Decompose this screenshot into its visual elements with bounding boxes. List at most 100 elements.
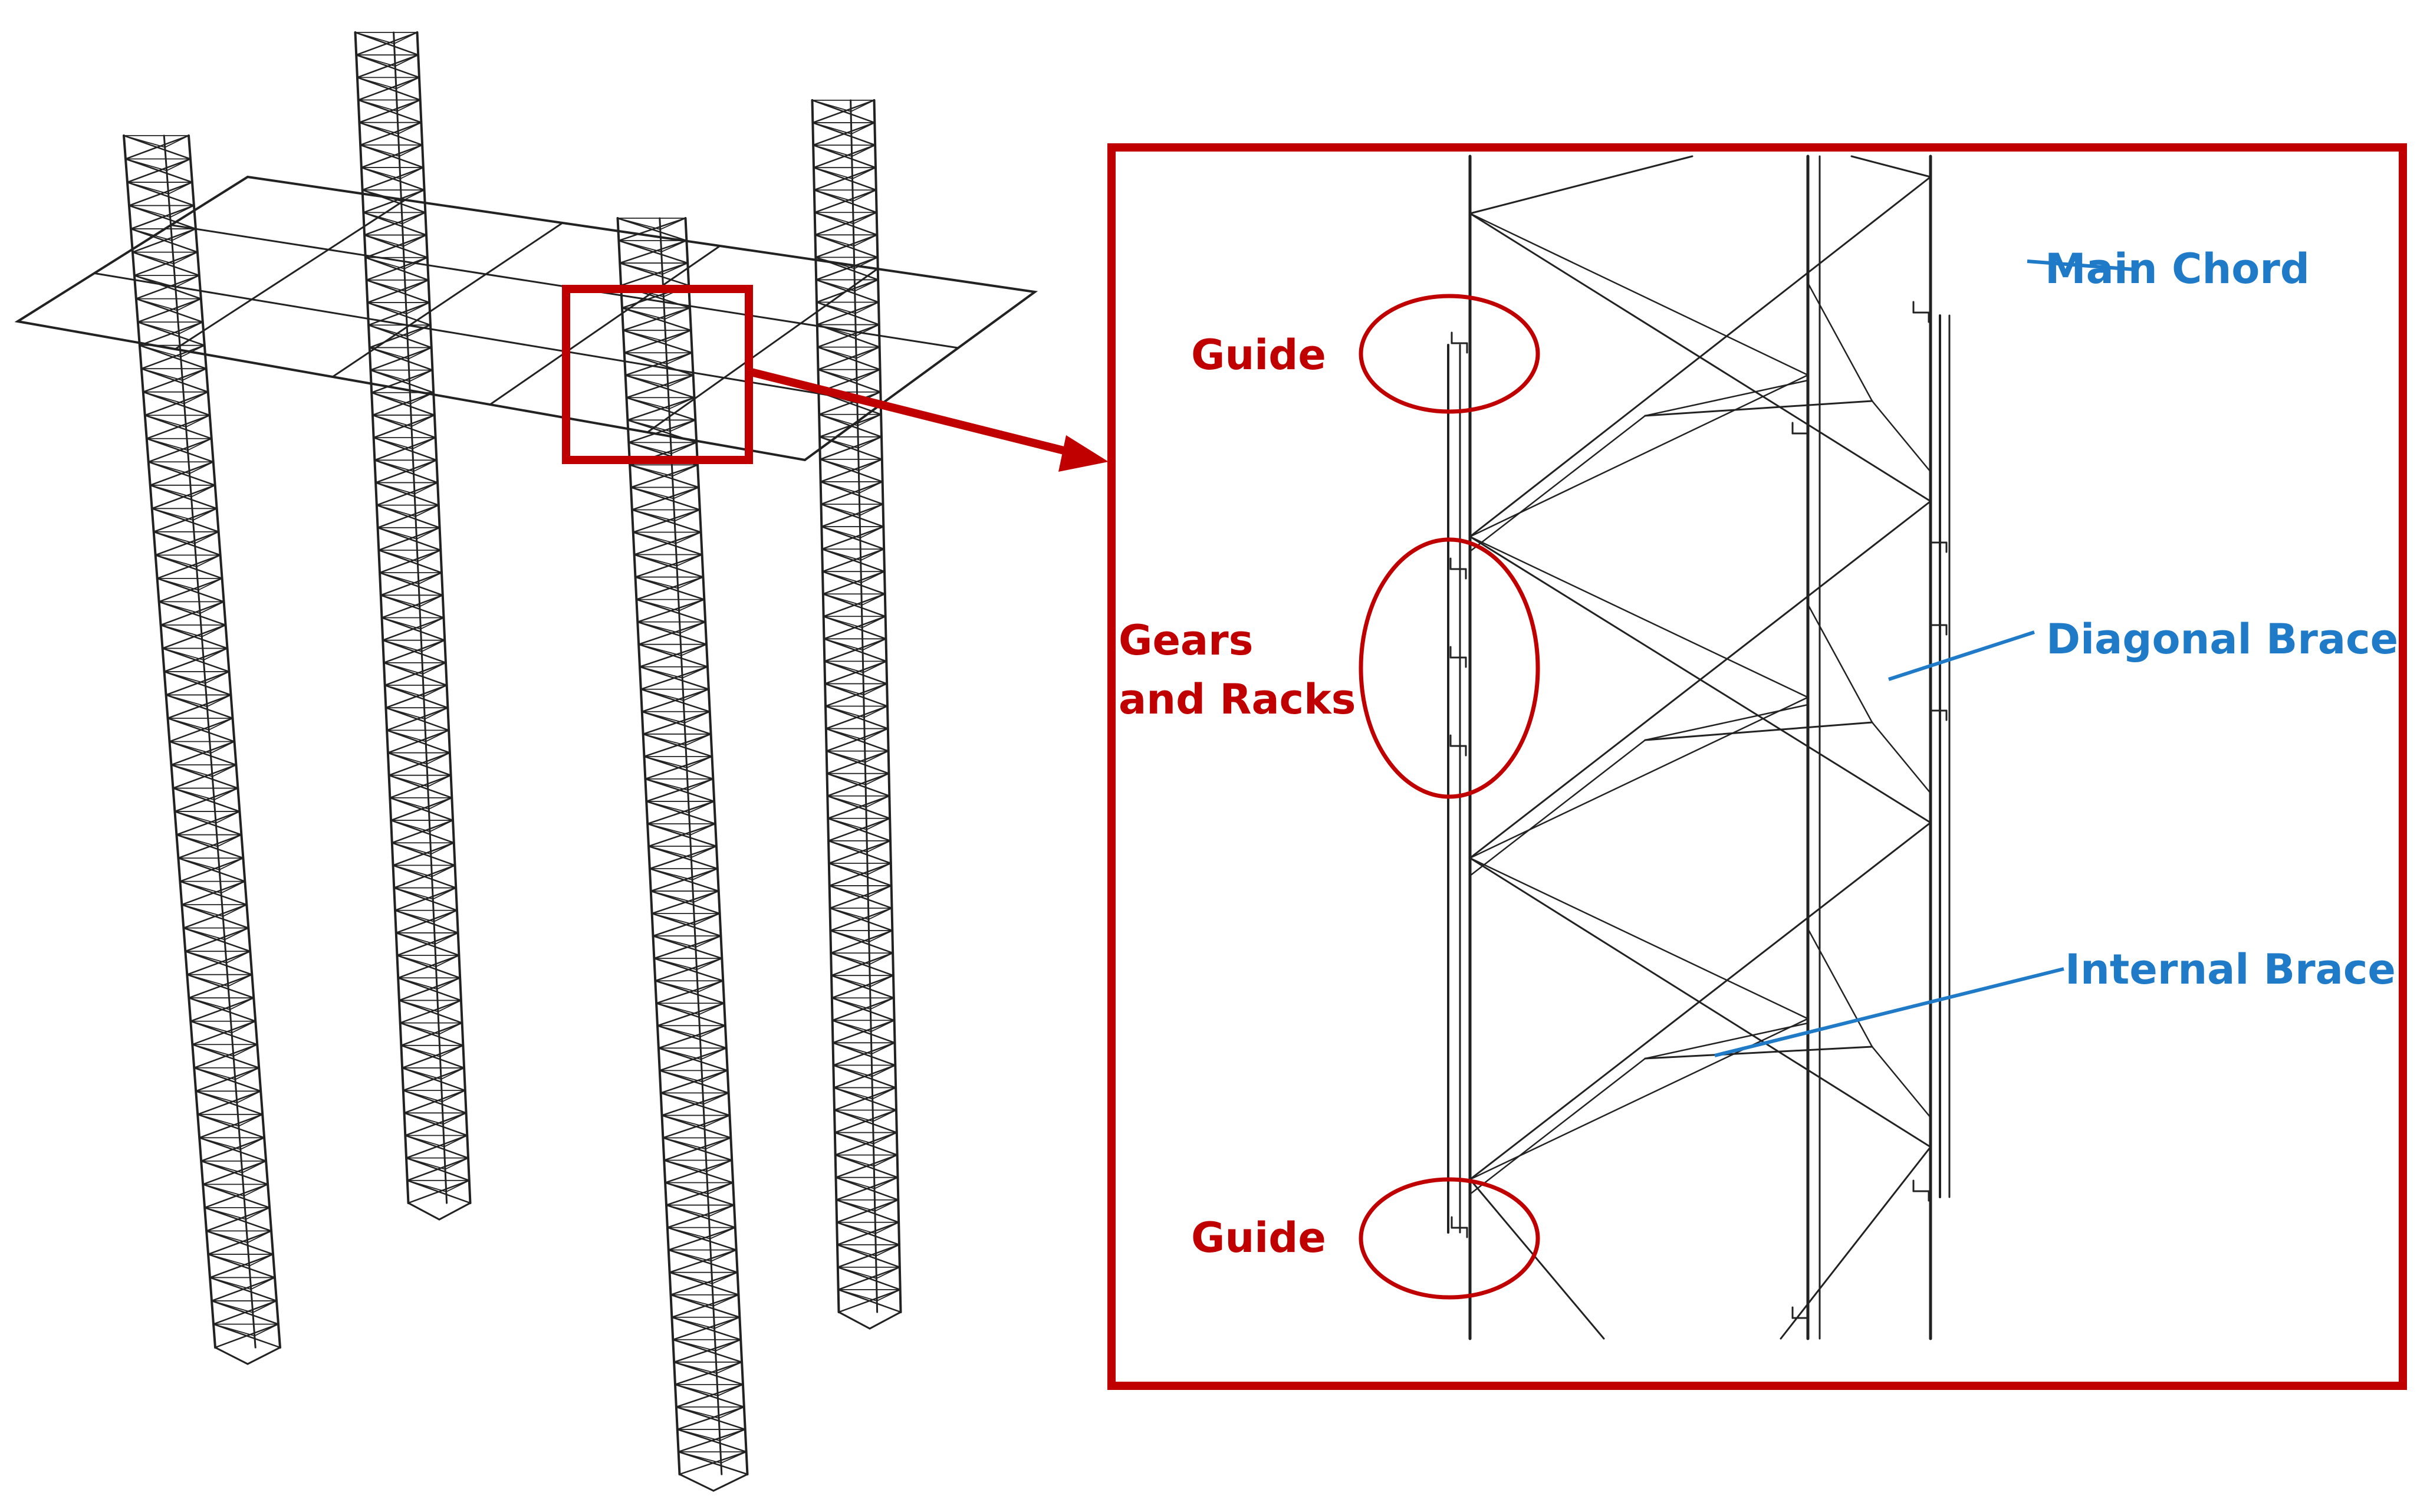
lattice-member bbox=[702, 1070, 728, 1083]
lattice-member bbox=[711, 1271, 738, 1284]
lattice-member bbox=[390, 797, 453, 821]
lattice-member bbox=[194, 531, 219, 544]
lattice-member bbox=[140, 344, 206, 370]
lattice-member bbox=[815, 257, 879, 281]
lattice-member bbox=[825, 705, 889, 729]
lattice-member bbox=[821, 548, 861, 561]
lattice-member bbox=[402, 1090, 443, 1103]
lattice-member bbox=[834, 1132, 898, 1156]
lattice-member bbox=[202, 1160, 267, 1185]
lattice-member bbox=[213, 1323, 255, 1337]
lattice-member bbox=[399, 1022, 440, 1035]
lattice-member bbox=[631, 487, 700, 511]
lattice-member bbox=[867, 885, 892, 898]
gears-racks-marker bbox=[1359, 537, 1540, 799]
lattice-member bbox=[382, 617, 445, 641]
lattice-member bbox=[355, 31, 418, 56]
lattice-member bbox=[665, 1182, 709, 1195]
lattice-member bbox=[149, 461, 214, 487]
lattice-member bbox=[391, 819, 454, 844]
lattice-member bbox=[835, 1176, 875, 1189]
lattice-member bbox=[824, 660, 864, 673]
internal-brace bbox=[1871, 1046, 1932, 1119]
lattice-member bbox=[174, 787, 239, 813]
internal-brace bbox=[1807, 603, 1873, 724]
lattice-member bbox=[641, 711, 685, 724]
lattice-member bbox=[623, 352, 667, 365]
lattice-member bbox=[413, 459, 438, 472]
lattice-member bbox=[137, 298, 202, 323]
lattice-member bbox=[182, 368, 207, 381]
lattice-member bbox=[373, 437, 413, 450]
main-chord-label: Main Chord bbox=[2045, 245, 2310, 293]
lattice-member bbox=[671, 1294, 739, 1318]
lattice-member bbox=[426, 752, 450, 765]
lattice-member bbox=[822, 571, 862, 584]
lattice-member bbox=[379, 549, 442, 574]
lattice-member bbox=[205, 1207, 271, 1232]
lattice-member bbox=[718, 1406, 745, 1419]
lattice-member bbox=[630, 487, 675, 499]
lattice-member bbox=[149, 484, 192, 498]
guide-notch bbox=[1791, 1306, 1809, 1329]
lattice-member bbox=[675, 531, 702, 544]
lattice-member bbox=[629, 464, 673, 477]
lattice-member bbox=[818, 391, 882, 416]
lattice-member bbox=[357, 77, 397, 90]
lattice-member bbox=[364, 257, 405, 269]
lattice-member bbox=[869, 975, 894, 988]
lattice-member bbox=[396, 955, 437, 968]
lattice-member bbox=[139, 344, 182, 358]
lattice-member bbox=[854, 279, 879, 292]
lattice-member bbox=[621, 307, 666, 320]
lattice-member bbox=[637, 621, 706, 645]
lattice-member bbox=[833, 1064, 873, 1077]
lattice-member bbox=[666, 1227, 711, 1240]
lattice-member bbox=[667, 1249, 712, 1262]
lattice-member bbox=[630, 464, 699, 488]
lattice-member bbox=[623, 329, 692, 354]
lattice-member bbox=[834, 1132, 874, 1145]
lattice-member bbox=[425, 729, 450, 742]
lattice-member bbox=[395, 932, 436, 945]
lattice-member bbox=[370, 369, 433, 394]
lattice-member bbox=[862, 638, 887, 651]
lattice-member bbox=[127, 182, 169, 195]
lattice-member bbox=[622, 330, 667, 343]
leg-front-left bbox=[123, 134, 281, 1365]
lattice-member bbox=[188, 997, 231, 1010]
internal-brace bbox=[1871, 400, 1932, 473]
leg-tip bbox=[246, 1346, 281, 1365]
lattice-member bbox=[651, 913, 695, 926]
guide-notch bbox=[1451, 1216, 1468, 1238]
lattice-member bbox=[675, 1406, 720, 1419]
lattice-member bbox=[160, 624, 203, 637]
lattice-member bbox=[360, 144, 400, 157]
lattice-member bbox=[676, 1429, 721, 1441]
lattice-member bbox=[142, 367, 208, 393]
lattice-member bbox=[147, 438, 212, 463]
platform-grid-line bbox=[174, 199, 406, 350]
lattice-member bbox=[702, 1092, 729, 1105]
lattice-member bbox=[872, 1109, 897, 1122]
diagonal-brace bbox=[1780, 1146, 1932, 1340]
lattice-member bbox=[665, 1182, 734, 1206]
lattice-member bbox=[381, 594, 444, 619]
lattice-member bbox=[836, 1221, 900, 1246]
lattice-member bbox=[370, 369, 410, 382]
lattice-member bbox=[128, 181, 193, 206]
lattice-member bbox=[816, 301, 856, 314]
lattice-member bbox=[192, 1044, 234, 1057]
lattice-member bbox=[164, 135, 189, 148]
gear-tooth bbox=[1930, 613, 1948, 636]
lattice-member bbox=[389, 774, 452, 799]
lattice-member bbox=[680, 643, 708, 656]
lattice-member bbox=[135, 274, 200, 300]
lattice-member bbox=[696, 958, 723, 971]
lattice-member bbox=[637, 621, 681, 634]
lattice-member bbox=[433, 909, 458, 922]
lattice-member bbox=[859, 526, 884, 538]
lattice-member bbox=[815, 234, 878, 258]
lattice-member bbox=[624, 351, 693, 376]
lattice-member bbox=[177, 857, 220, 870]
